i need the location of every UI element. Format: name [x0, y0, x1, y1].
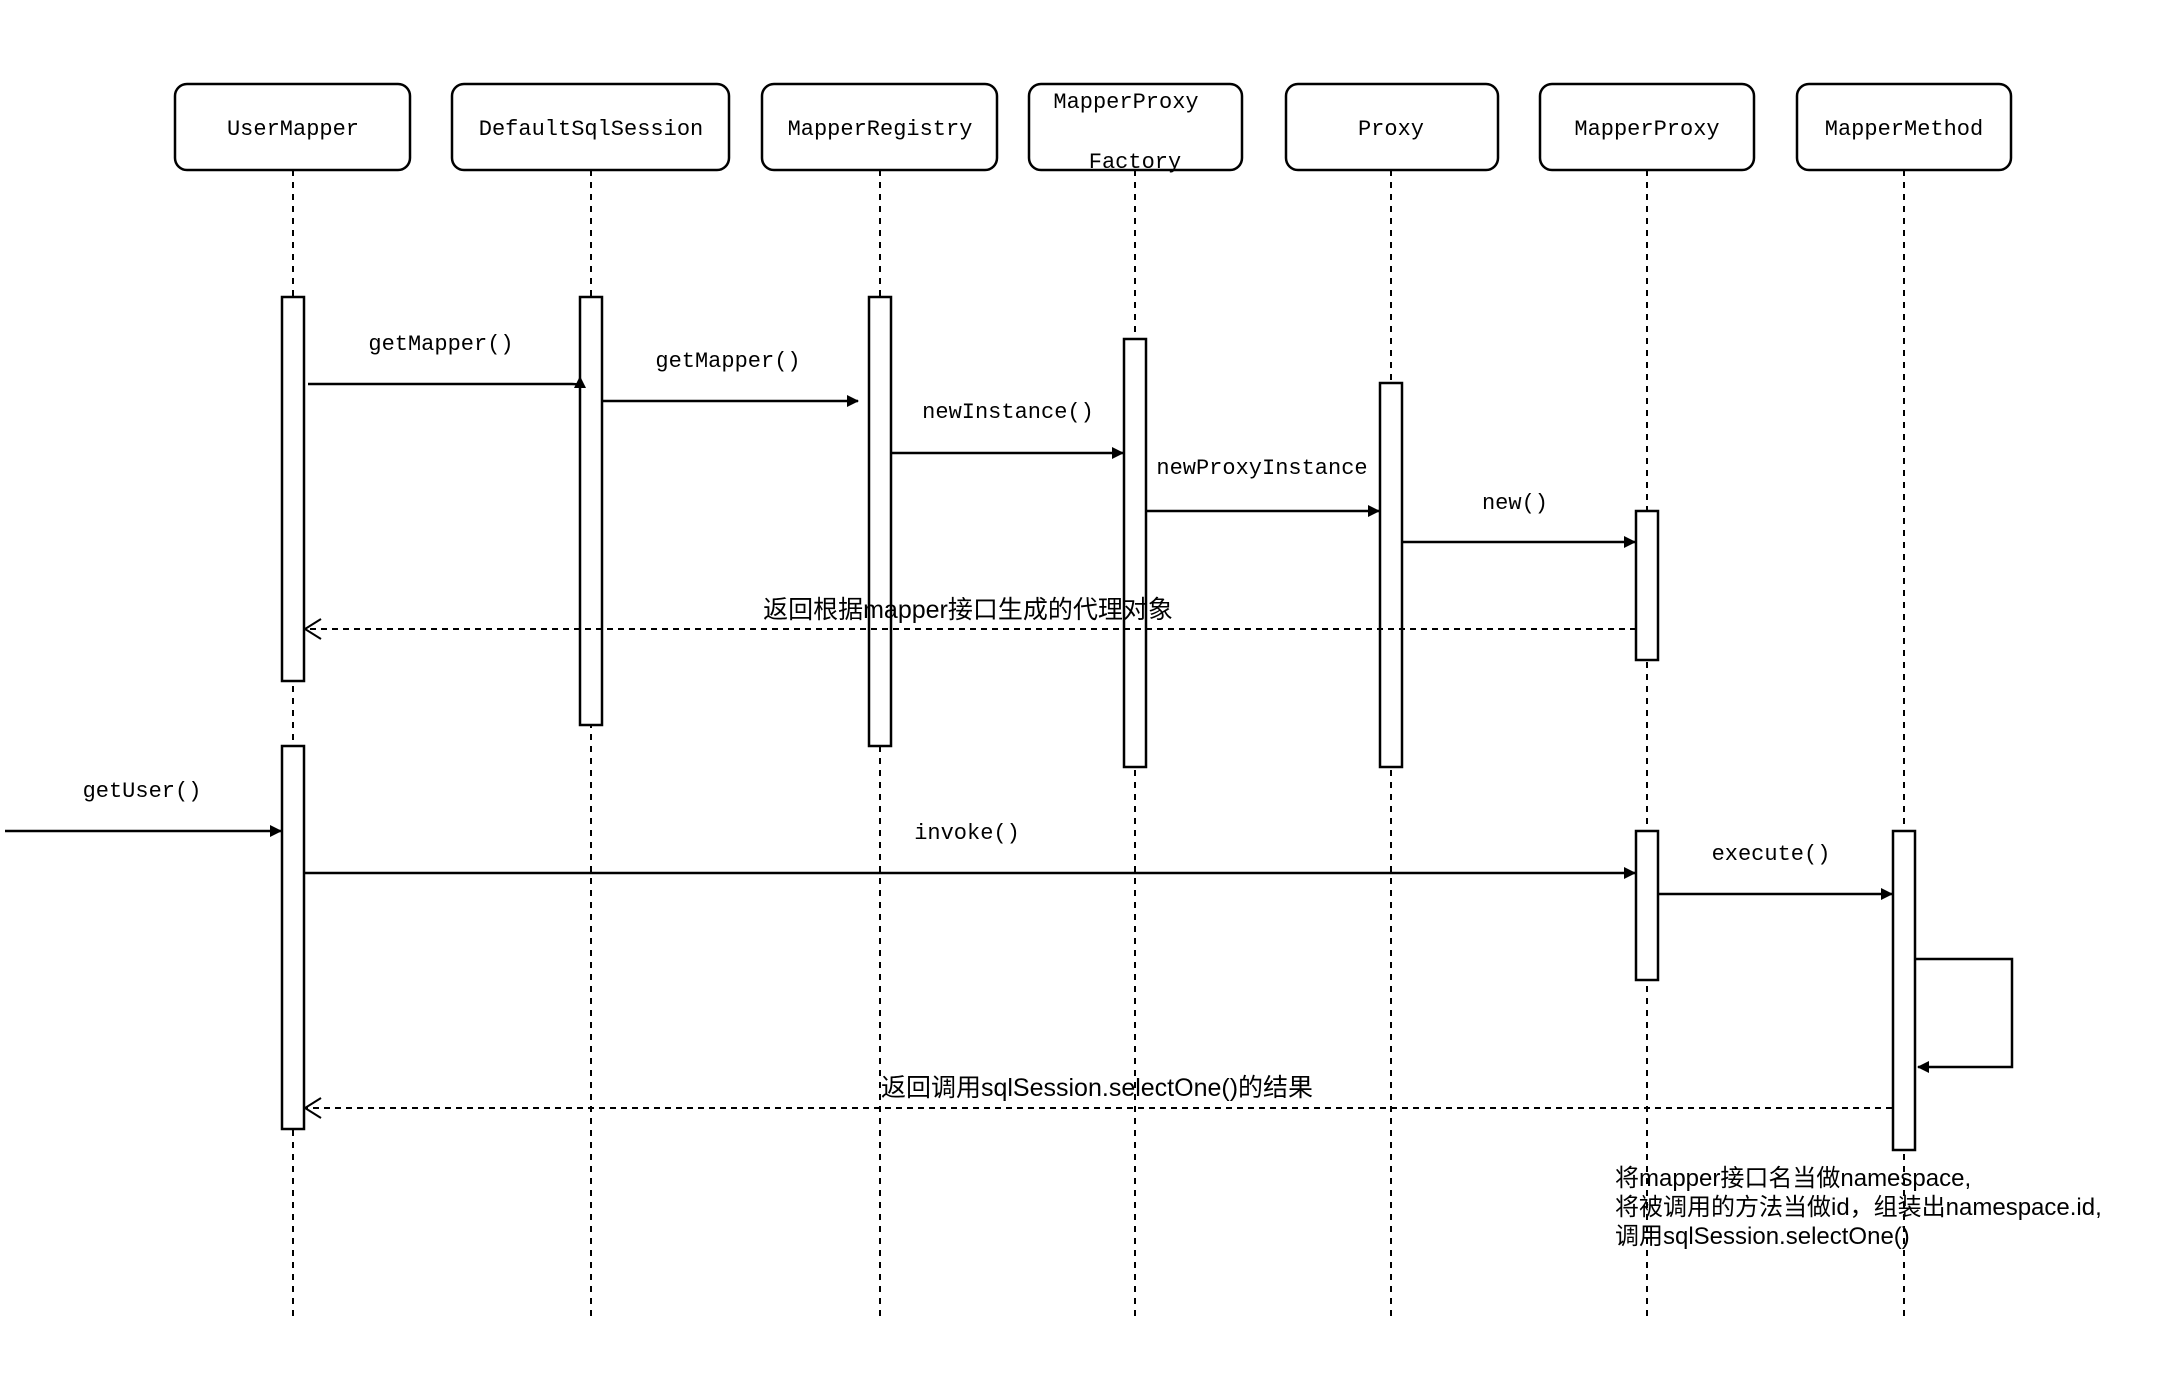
message-new[interactable]: new(): [1402, 491, 1636, 548]
participant-box: [1538, 82, 1756, 172]
participant-label: Proxy: [1358, 117, 1424, 142]
message-return-proxy[interactable]: 返回根据mapper接口生成的代理对象: [303, 596, 1636, 640]
participant-mapper-method[interactable]: MapperMethod: [1795, 82, 2013, 172]
message-execute[interactable]: execute(): [1659, 842, 1893, 900]
message-new-proxy-instance[interactable]: newProxyInstance: [1146, 456, 1380, 517]
arrowhead: [574, 376, 586, 388]
message-get-mapper-2[interactable]: getMapper(): [602, 349, 859, 407]
participant-proxy[interactable]: Proxy: [1284, 82, 1500, 172]
activation-mapper-proxy-factory: [1122, 337, 1148, 769]
activation-default-sql-session: [578, 295, 604, 727]
participant-user-mapper[interactable]: UserMapper: [173, 82, 412, 172]
message-return-result[interactable]: 返回调用sqlSession.selectOne()的结果: [303, 1074, 1892, 1119]
message-label: invoke(): [914, 821, 1020, 846]
note-mapper-method: 将mapper接口名当做namespace,将被调用的方法当做id，组装出nam…: [1615, 1165, 2102, 1250]
message-label: 返回调用sqlSession.selectOne()的结果: [881, 1074, 1313, 1102]
activation-proxy: [1378, 381, 1404, 769]
message-get-user[interactable]: getUser(): [5, 779, 282, 837]
open-arrowhead: [303, 1097, 322, 1119]
participant-box: [760, 82, 999, 172]
message-self-call[interactable]: [1916, 957, 2014, 1073]
activation-mapper-method: [1891, 829, 1917, 1152]
participant-label: MapperProxy: [1053, 90, 1198, 115]
activation-user-mapper: [280, 744, 306, 1131]
participant-label: Factory: [1089, 150, 1181, 175]
participant-label: MapperRegistry: [788, 117, 973, 142]
participant-label: DefaultSqlSession: [479, 117, 703, 142]
message-get-mapper-1[interactable]: getMapper(): [308, 332, 586, 388]
note-line: 将被调用的方法当做id，组装出namespace.id,: [1615, 1194, 2102, 1221]
note-line: 调用sqlSession.selectOne(): [1615, 1223, 1910, 1250]
participant-box: [1284, 82, 1500, 172]
participant-mapper-registry[interactable]: MapperRegistry: [760, 82, 999, 172]
participant-default-sql-session[interactable]: DefaultSqlSession: [450, 82, 731, 172]
open-arrowhead: [303, 618, 322, 640]
note-line: 将mapper接口名当做namespace,: [1615, 1165, 1971, 1192]
message-invoke[interactable]: invoke(): [305, 821, 1636, 879]
participant-label: UserMapper: [227, 117, 359, 142]
activation-mapper-proxy: [1634, 829, 1660, 982]
participant-box: [1795, 82, 2013, 172]
message-label: getMapper(): [368, 332, 513, 357]
self-call-arrow: [1916, 957, 2014, 1073]
activation-user-mapper: [280, 295, 306, 683]
message-label: getUser(): [83, 779, 202, 804]
message-new-instance[interactable]: newInstance(): [891, 400, 1124, 459]
participant-box: [173, 82, 412, 172]
participant-box: [450, 82, 731, 172]
activation-mapper-proxy: [1634, 509, 1660, 662]
participant-label: MapperMethod: [1825, 117, 1983, 142]
call-arrow-line: [308, 382, 582, 387]
message-label: 返回根据mapper接口生成的代理对象: [763, 596, 1173, 624]
message-label: new(): [1482, 491, 1548, 516]
participant-label: MapperProxy: [1574, 117, 1719, 142]
participant-box: [1027, 82, 1244, 172]
message-label: newInstance(): [922, 400, 1094, 425]
message-label: newProxyInstance: [1156, 456, 1367, 481]
message-label: execute(): [1712, 842, 1831, 867]
activation-mapper-registry: [867, 295, 893, 748]
message-label: getMapper(): [655, 349, 800, 374]
participant-mapper-proxy[interactable]: MapperProxy: [1538, 82, 1756, 172]
